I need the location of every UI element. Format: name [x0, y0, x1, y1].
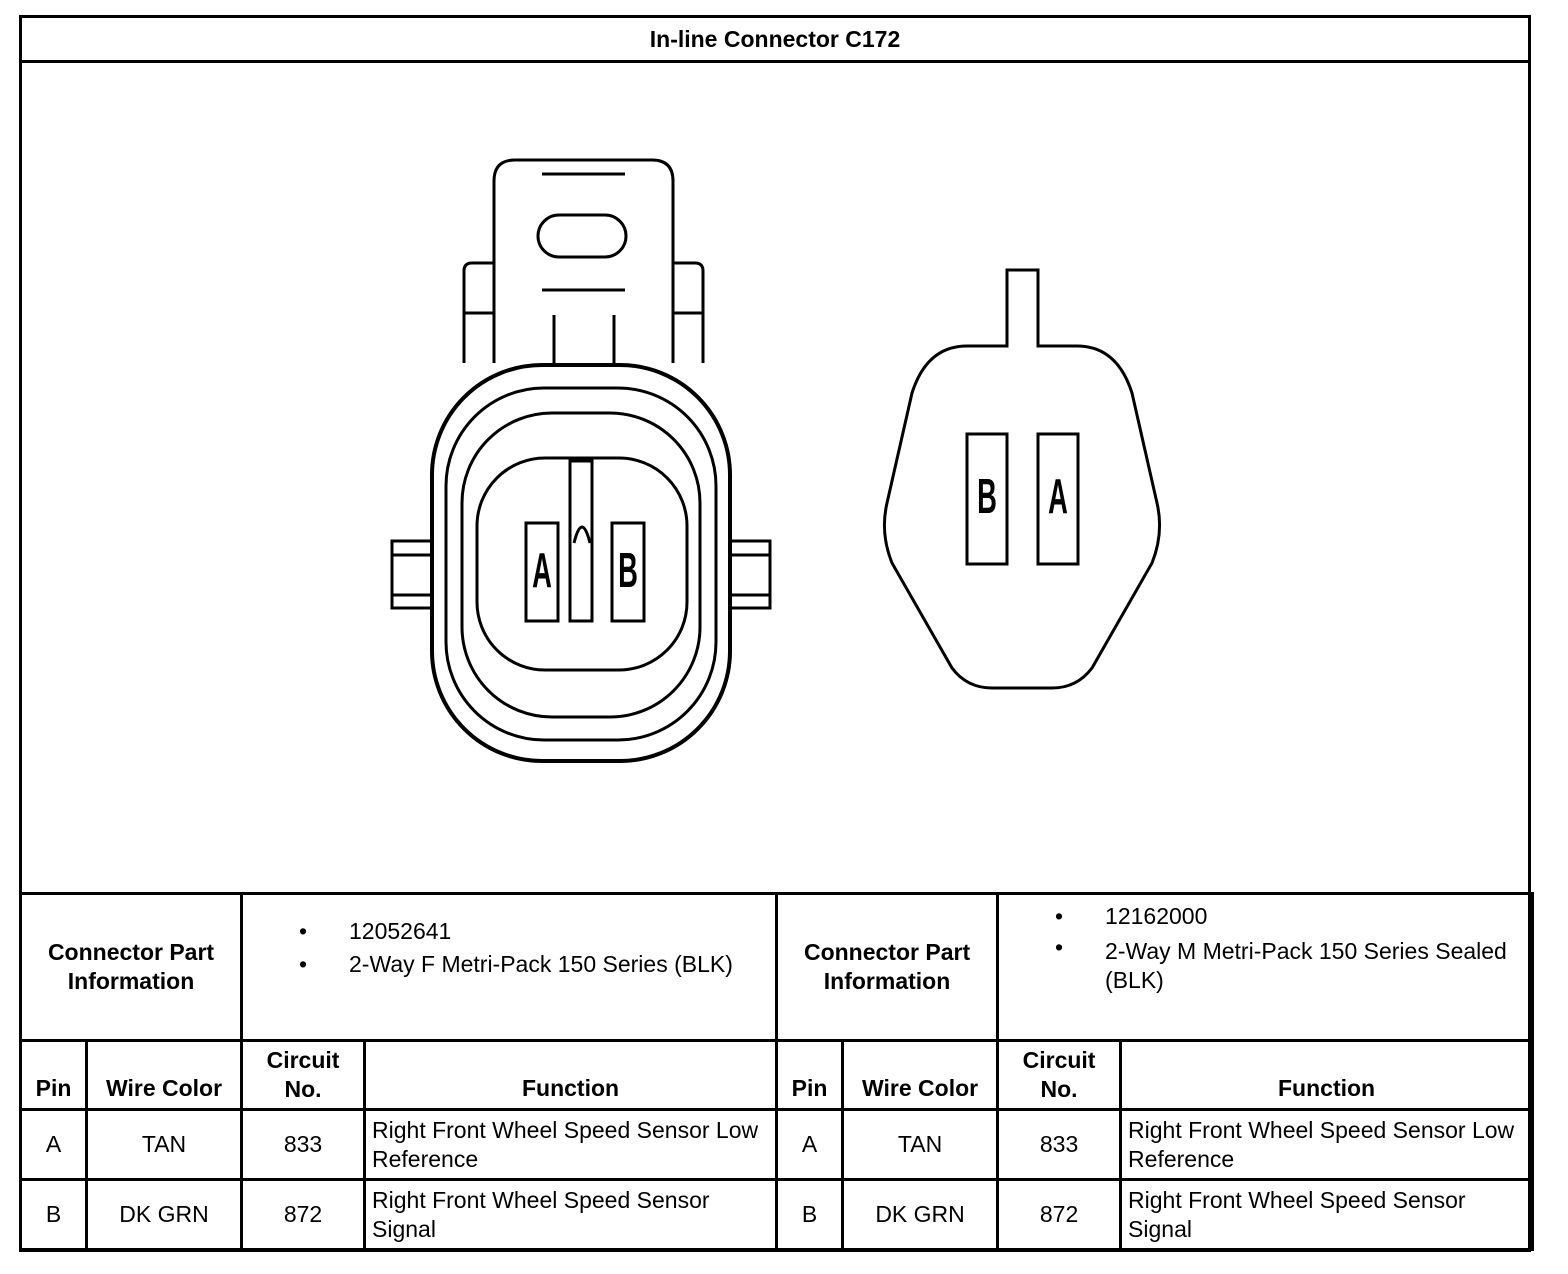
page-title: In-line Connector C172 [22, 18, 1528, 63]
wire-color-cell: DK GRN [84, 1178, 244, 1251]
connector-drawing-area: A B B A [22, 63, 1528, 893]
part-info-left: 12052641 2-Way F Metri-Pack 150 Series (… [240, 892, 779, 1042]
col-circuit-line2: No. [284, 1076, 322, 1102]
col-wire-color-left: Wire Color [84, 1039, 244, 1111]
connector-info-table: Connector Part Information 12052641 2-Wa… [18, 892, 1535, 1251]
wire-color-cell: TAN [84, 1108, 244, 1181]
circuit-cell: 872 [996, 1178, 1123, 1251]
part-info-row: Connector Part Information 12052641 2-Wa… [18, 892, 1535, 1042]
part-description-left: 2-Way F Metri-Pack 150 Series (BLK) [299, 948, 769, 981]
circuit-cell: 872 [240, 1178, 367, 1251]
male-pin-label-2: A [1048, 470, 1068, 524]
circuit-cell: 833 [240, 1108, 367, 1181]
function-cell: Right Front Wheel Speed Sensor Low Refer… [363, 1108, 779, 1181]
table-row: A TAN 833 Right Front Wheel Speed Sensor… [19, 1108, 1535, 1181]
circuit-cell: 833 [996, 1108, 1123, 1181]
function-cell: Right Front Wheel Speed Sensor Low Refer… [1119, 1108, 1535, 1181]
col-pin-left: Pin [19, 1039, 88, 1111]
function-cell: Right Front Wheel Speed Sensor Signal [1119, 1178, 1535, 1251]
part-info-right: 12162000 2-Way M Metri-Pack 150 Series S… [996, 892, 1535, 1042]
part-info-label-left: Connector Part Information [18, 892, 244, 1042]
col-function-left: Function [363, 1039, 779, 1111]
pin-cell: A [19, 1108, 88, 1181]
pin-cell: A [775, 1108, 845, 1181]
pin-cell: B [775, 1178, 845, 1251]
table-row: B DK GRN 872 Right Front Wheel Speed Sen… [19, 1178, 1535, 1251]
male-pin-label-1: B [977, 470, 997, 524]
column-header-row: Pin Wire Color Circuit No. Function Pin … [19, 1039, 1535, 1111]
function-cell: Right Front Wheel Speed Sensor Signal [363, 1178, 779, 1251]
part-number-left: 12052641 [299, 915, 769, 948]
pin-cell: B [19, 1178, 88, 1251]
col-pin-right: Pin [775, 1039, 845, 1111]
col-circuit-line1: Circuit [266, 1047, 340, 1073]
col-function-right: Function [1119, 1039, 1535, 1111]
connector-sheet: In-line Connector C172 [18, 15, 1535, 1252]
female-connector-face [390, 158, 772, 763]
male-connector-face [882, 268, 1162, 690]
female-pin-label-1: A [532, 544, 552, 598]
col-circuit-right: Circuit No. [996, 1039, 1123, 1111]
col-wire-color-right: Wire Color [841, 1039, 1000, 1111]
part-description-right: 2-Way M Metri-Pack 150 Series Sealed (BL… [1055, 933, 1525, 995]
part-info-label-right: Connector Part Information [775, 892, 1000, 1042]
wire-color-cell: TAN [841, 1108, 1000, 1181]
female-pin-label-2: B [618, 544, 638, 598]
connector-face-views: A B B A [390, 158, 1162, 763]
wire-color-cell: DK GRN [841, 1178, 1000, 1251]
col-circuit-line1: Circuit [1022, 1047, 1096, 1073]
col-circuit-line2: No. [1040, 1076, 1078, 1102]
part-number-right: 12162000 [1055, 900, 1525, 933]
col-circuit-left: Circuit No. [240, 1039, 367, 1111]
